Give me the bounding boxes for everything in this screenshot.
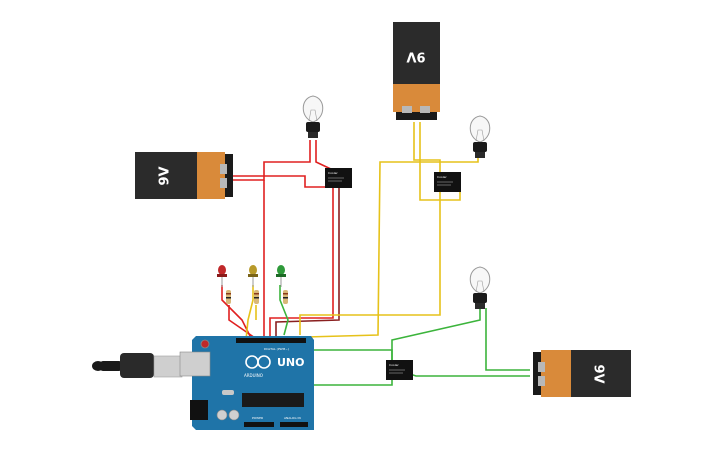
bulb-2[interactable] — [469, 115, 491, 158]
wire-yellow-3[interactable] — [299, 190, 441, 335]
battery-top-cap — [393, 84, 440, 112]
relay-1[interactable]: Cooler — [325, 168, 352, 188]
wire-green-5[interactable] — [313, 349, 393, 362]
arduino-model-label: UNO — [277, 356, 305, 369]
resistor-3-band-2 — [283, 297, 288, 299]
battery-right-body — [571, 350, 631, 397]
bulb-3-pins — [475, 303, 485, 309]
relay-2[interactable]: Cooler — [434, 172, 461, 192]
capacitor-2 — [228, 409, 240, 421]
led-green-dome — [277, 265, 285, 275]
battery-left-body — [135, 152, 197, 199]
wire-yellow-1[interactable] — [413, 122, 441, 172]
battery-left-cap — [197, 152, 225, 199]
battery-right-terminal-plate — [533, 352, 541, 395]
bulb-3-glass — [469, 266, 491, 294]
wire-green-1[interactable] — [279, 285, 289, 336]
digital-header — [236, 338, 306, 343]
bulb-3-filament — [475, 280, 485, 293]
battery-left-terminal-2 — [220, 178, 227, 188]
led-red[interactable] — [217, 265, 227, 287]
resistor-2[interactable] — [254, 290, 259, 304]
led-green-rim — [276, 274, 286, 277]
usb-cable-cord — [100, 361, 122, 371]
arduino-digital-label: DIGITAL (PWM~) — [264, 347, 289, 351]
battery-right-terminal-1 — [538, 362, 545, 372]
bulb-2-pins — [475, 152, 485, 158]
bulb-2-filament — [475, 129, 485, 142]
arduino-analog-label: ANALOG IN — [284, 416, 301, 420]
wire-red-7[interactable] — [228, 305, 259, 341]
battery-top-body — [393, 22, 440, 84]
battery-left-terminal-1 — [220, 164, 227, 174]
arduino-uno[interactable]: UNO ARDUINO DIGITAL (PWM~) POWER ANALOG … — [179, 336, 314, 430]
bulb-1[interactable] — [302, 95, 324, 138]
battery-top-terminal-plate — [396, 112, 437, 120]
led-red-rim — [217, 274, 227, 277]
wire-green-2[interactable] — [391, 308, 481, 362]
battery-left-label: 9V — [158, 166, 173, 185]
crystal — [222, 390, 234, 395]
battery-top-terminal-2 — [420, 106, 430, 113]
resistor-3[interactable] — [283, 290, 288, 304]
wire-darkred-1[interactable] — [275, 187, 340, 340]
battery-right-label: 9V — [591, 364, 606, 383]
bulb-2-base — [473, 142, 487, 152]
resistor-1-band-2 — [226, 297, 231, 299]
wires — [221, 122, 530, 386]
battery-left[interactable]: 9V — [135, 152, 233, 199]
bulb-3-base — [473, 293, 487, 303]
battery-top-terminal-1 — [402, 106, 412, 113]
bulb-2-glass — [469, 115, 491, 143]
resistor-2-band-1 — [254, 293, 259, 295]
wire-green-3[interactable] — [485, 308, 530, 371]
arduino-power-label: POWER — [252, 416, 263, 420]
led-yellow-dome — [249, 265, 257, 275]
microcontroller-chip — [242, 393, 304, 407]
wire-red-1[interactable] — [232, 175, 333, 188]
resistor-1[interactable] — [226, 290, 231, 304]
usb-cable-connector — [153, 355, 183, 378]
battery-right[interactable]: 9V — [533, 350, 631, 397]
led-yellow-rim — [248, 274, 258, 277]
wire-green-4[interactable] — [403, 371, 530, 377]
battery-top[interactable]: 9V — [393, 22, 440, 120]
wire-yellow-5[interactable] — [245, 285, 254, 341]
bulb-1-pins — [308, 132, 318, 138]
bulb-1-filament — [308, 109, 318, 122]
resistor-1-band-1 — [226, 293, 231, 295]
relay-1-label: Cooler — [328, 171, 338, 175]
bulb-1-glass — [302, 95, 324, 123]
battery-left-terminal-plate — [225, 154, 233, 197]
relay-3-label: Cooler — [389, 363, 399, 367]
battery-top-label: 9V — [406, 49, 425, 64]
wire-red-3[interactable] — [315, 140, 334, 171]
battery-right-cap — [541, 350, 571, 397]
analog-header — [280, 422, 308, 427]
reset-button[interactable] — [200, 339, 210, 349]
arduino-brand-label: ARDUINO — [244, 373, 263, 378]
resistor-3-band-1 — [283, 293, 288, 295]
usb-cable-housing — [120, 353, 154, 378]
arduino-logo — [245, 355, 271, 369]
arduino-logo-right-ring — [257, 355, 271, 369]
bulb-1-base — [306, 122, 320, 132]
usb-port — [179, 351, 211, 377]
relay-3[interactable]: Cooler — [386, 360, 413, 380]
wire-yellow-4[interactable] — [305, 155, 479, 338]
led-yellow[interactable] — [248, 265, 258, 287]
relay-2-label: Cooler — [437, 175, 447, 179]
led-red-dome — [218, 265, 226, 275]
power-header — [244, 422, 274, 427]
bulb-3[interactable] — [469, 266, 491, 309]
power-jack — [190, 400, 208, 420]
usb-cable[interactable] — [92, 353, 183, 378]
resistor-2-band-2 — [254, 297, 259, 299]
wire-red-5[interactable] — [269, 187, 334, 340]
led-green[interactable] — [276, 265, 286, 287]
capacitor-1 — [216, 409, 228, 421]
wire-red-2[interactable] — [232, 140, 311, 181]
battery-right-terminal-2 — [538, 376, 545, 386]
